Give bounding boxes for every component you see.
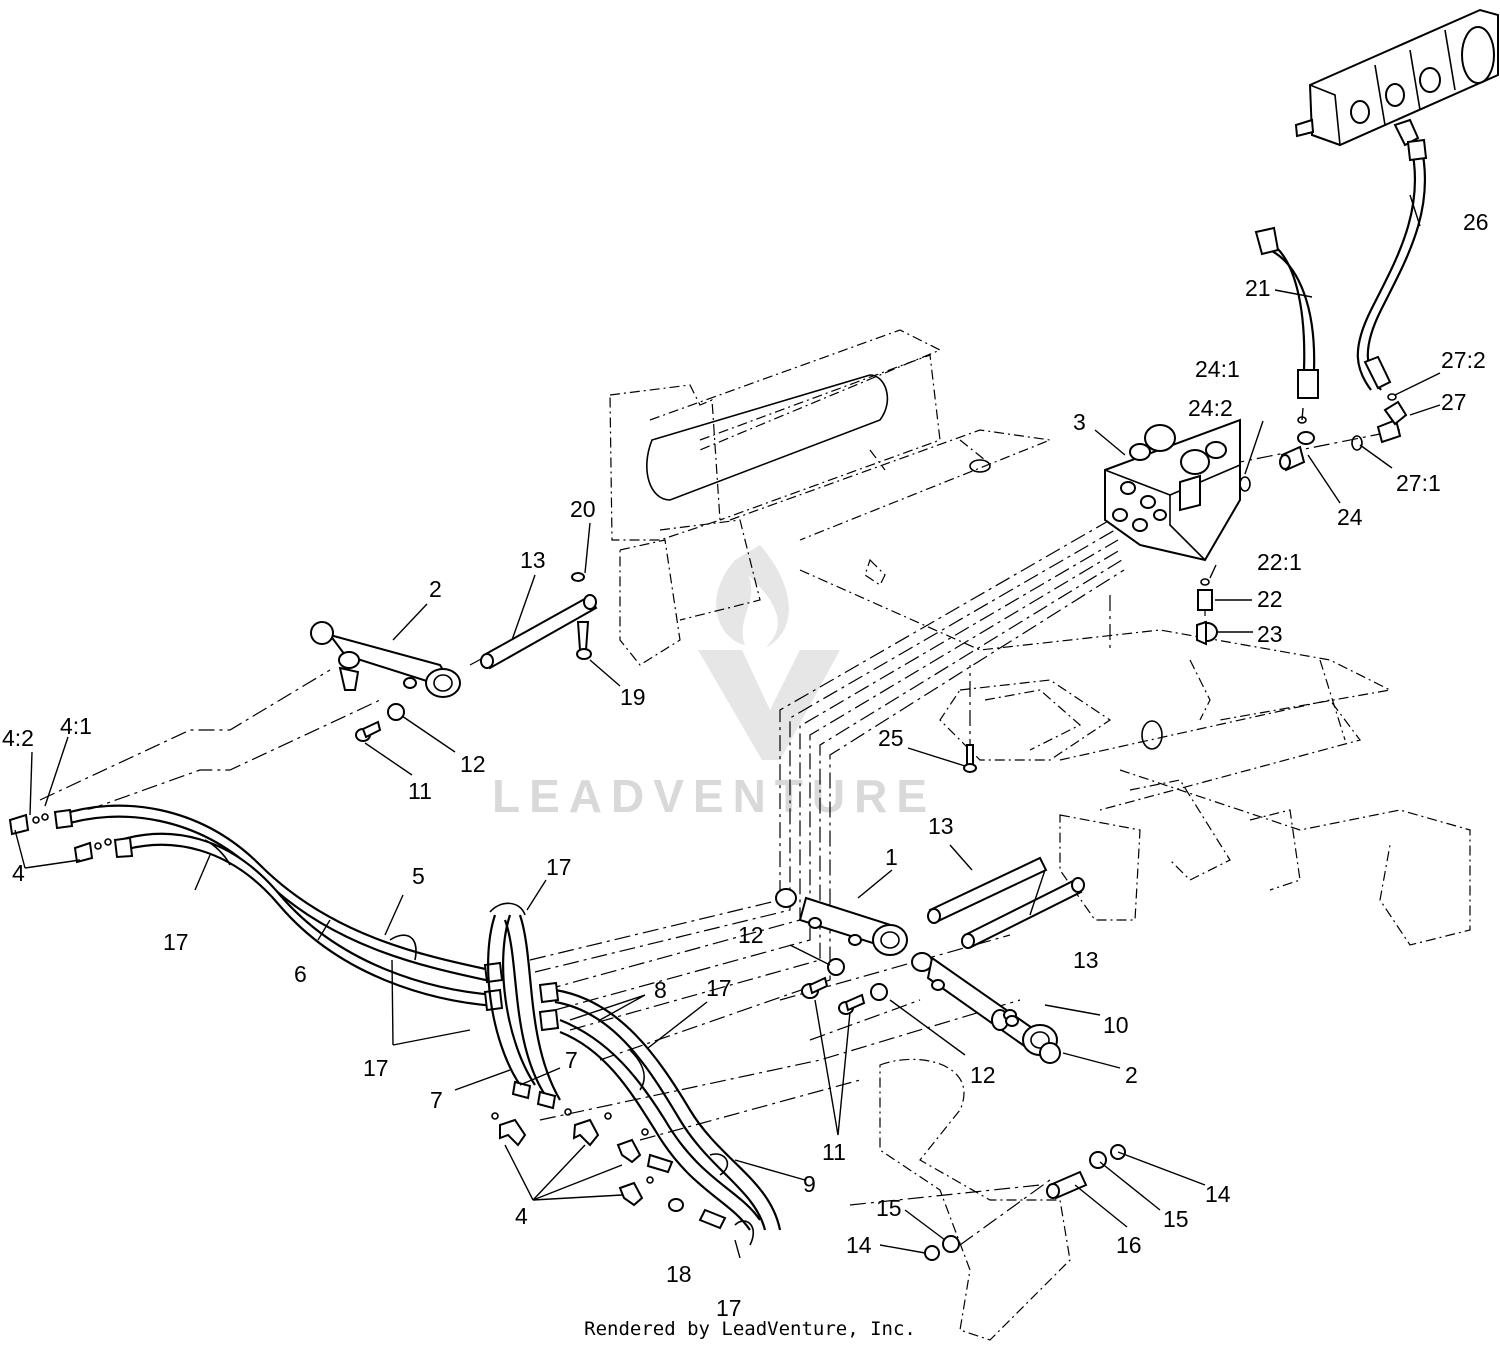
callout-17-upper: 17 [546, 854, 572, 880]
rear-pivot-hardware [924, 1144, 1126, 1261]
callout-10: 10 [1103, 1012, 1129, 1038]
callout-17-bottom: 17 [716, 1295, 742, 1321]
callout-24: 24 [1337, 504, 1363, 530]
callout-1: 1 [885, 844, 898, 870]
callout-16: 16 [1116, 1232, 1142, 1258]
second-cylinder [911, 952, 1061, 1064]
callout-11-top: 11 [408, 778, 432, 804]
return-hose [1254, 226, 1319, 399]
left-hoses [8, 804, 504, 1012]
elbow-fittings [491, 1108, 654, 1207]
callout-27: 27 [1441, 389, 1467, 415]
render-credit: Rendered by LeadVenture, Inc. [0, 1318, 1500, 1340]
hydraulic-pump [1294, 8, 1499, 147]
callout-17-mid: 17 [363, 1055, 389, 1081]
callout-15-left: 15 [876, 1195, 902, 1221]
callout-4-1: 4:1 [60, 713, 92, 739]
callout-25: 25 [878, 725, 904, 751]
left-lift-cylinder [310, 621, 461, 698]
callout-23: 23 [1257, 621, 1283, 647]
callout-17-right: 17 [706, 975, 732, 1001]
callout-22: 22 [1257, 586, 1283, 612]
leader-lines [14, 194, 1441, 1259]
callout-13-top: 13 [520, 547, 546, 573]
callout-7-left: 7 [430, 1087, 443, 1113]
callout-7-right: 7 [565, 1047, 578, 1073]
manifold-fittings [1196, 393, 1408, 646]
callout-11-bottom: 11 [822, 1139, 846, 1165]
callout-2-top: 2 [429, 576, 442, 602]
right-pivot-pin-lower [961, 877, 1085, 949]
callout-24-1: 24:1 [1195, 356, 1240, 382]
pump-pressure-hose [1356, 138, 1428, 393]
callout-4-left: 4 [12, 860, 25, 886]
valve-manifold [1104, 418, 1241, 562]
callout-4-bottom: 4 [515, 1203, 528, 1229]
callout-8: 8 [654, 977, 667, 1003]
callout-3: 3 [1073, 409, 1086, 435]
watermark-text: LEADVENTURE [492, 770, 936, 822]
callout-13-upper-right: 13 [928, 813, 954, 839]
callout-27-2: 27:2 [1441, 347, 1486, 373]
callout-12-top: 12 [460, 751, 486, 777]
bolt-25 [963, 744, 977, 773]
callout-21: 21 [1245, 275, 1271, 301]
callout-18: 18 [666, 1261, 692, 1287]
callout-24-2: 24:2 [1188, 395, 1233, 421]
callout-6: 6 [294, 961, 307, 987]
callout-14-left: 14 [846, 1232, 872, 1258]
callouts: 26 21 24:1 24:2 27:2 27 27:1 24 3 22:1 2… [2, 209, 1489, 1321]
render-credit-text: Rendered by LeadVenture, Inc. [584, 1318, 916, 1340]
callout-14-right: 14 [1205, 1181, 1231, 1207]
callout-20: 20 [570, 496, 596, 522]
right-lift-cylinder [775, 888, 908, 956]
left-pin-bolt [571, 572, 592, 660]
right-pivot-pin-upper [927, 856, 1048, 924]
callout-9: 9 [803, 1171, 816, 1197]
callout-19: 19 [620, 684, 646, 710]
watermark: LEADVENTURE [492, 545, 936, 822]
right-cylinder-bolts-washers [801, 958, 1019, 1027]
callout-17-left: 17 [163, 929, 189, 955]
left-cylinder-bolt-washer [355, 703, 405, 742]
callout-27-1: 27:1 [1396, 470, 1441, 496]
frame-tube [646, 374, 1163, 750]
callout-12-left: 12 [738, 922, 764, 948]
callout-2-bottom: 2 [1125, 1062, 1138, 1088]
center-hoses [487, 902, 782, 1246]
callout-15-right: 15 [1163, 1206, 1189, 1232]
callout-12-bottom: 12 [970, 1062, 996, 1088]
frame-phantom [609, 329, 1471, 1341]
callout-26: 26 [1463, 209, 1489, 235]
left-pivot-pin [480, 594, 598, 670]
callout-22-1: 22:1 [1257, 549, 1302, 575]
callout-4-2: 4:2 [2, 725, 34, 751]
callout-5: 5 [412, 863, 425, 889]
callout-13-lower-right: 13 [1073, 947, 1099, 973]
